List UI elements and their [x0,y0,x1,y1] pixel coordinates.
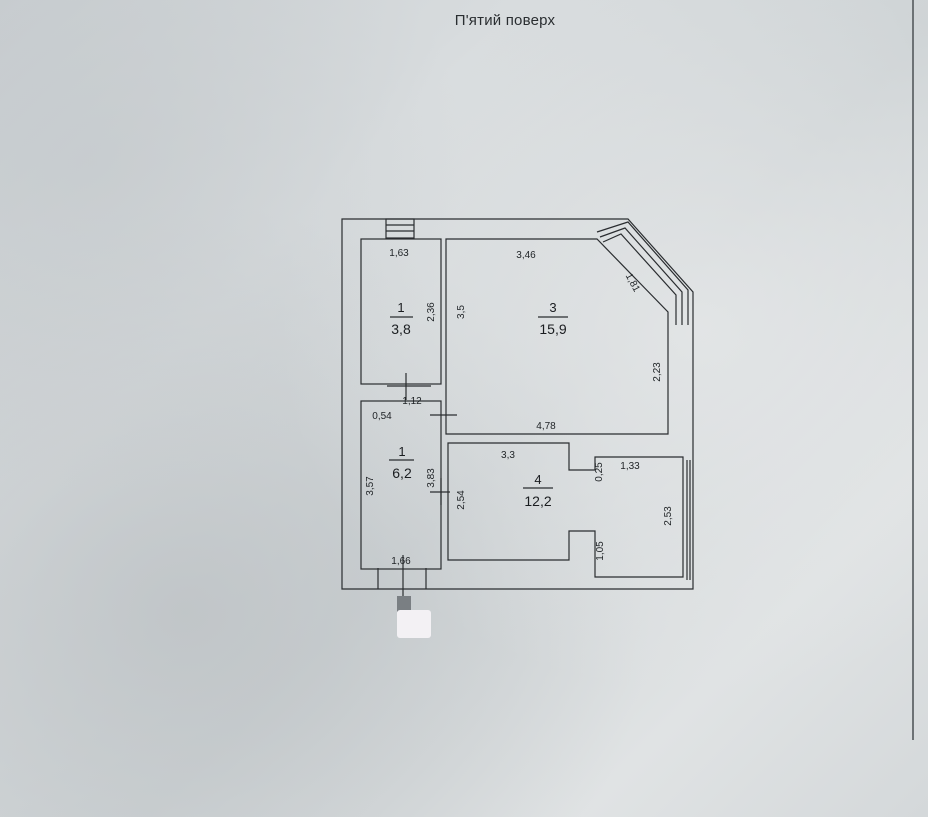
dim-room4-right-top: 1,33 [620,461,640,472]
dim-room4-right: 2,53 [663,506,674,526]
room-3-area: 15,9 [539,321,566,337]
room-4-outline [447,442,684,578]
dim-room2-width: 1,63 [389,248,409,259]
entrance-marker [397,596,411,612]
dim-room4-notch: 1,05 [595,541,606,561]
redacted-area [397,610,431,638]
dim-room3-bottom: 4,78 [536,421,556,432]
dim-room3-diagonal: 1,81 [623,272,642,295]
floor-title: П'ятий поверх [454,12,556,29]
room-4-area: 12,2 [524,493,551,509]
room-2-outline [360,238,442,385]
dim-corridor-width: 1,12 [402,396,422,407]
dim-room1-height: 3,57 [365,476,376,496]
room-3-outline [445,238,669,435]
dim-room3-top: 3,46 [516,250,536,261]
dim-room1-inner-height: 3,83 [426,468,437,488]
window-diagonal-inner [599,227,683,325]
window-top [385,218,415,239]
dim-corridor-offset: 0,54 [372,411,392,422]
room-1-area: 6,2 [392,465,412,481]
dim-room4-top: 3,3 [501,450,515,461]
room-4-number: 4 [534,472,541,487]
outer-wall [341,218,694,590]
room-1-number: 1 [398,444,405,459]
dim-room2-height: 2,36 [426,302,437,322]
dim-room4-left: 2,54 [456,490,467,510]
room-2-area: 3,8 [391,321,411,337]
window-diagonal-inner2 [602,233,677,325]
page-edge-line [912,0,914,740]
dim-room4-step: 0,25 [594,462,605,482]
room-3-number: 3 [549,300,556,315]
room-2-number: 1 [397,300,404,315]
dim-room1-bottom: 1,66 [391,556,411,567]
dim-room3-right: 2,23 [652,362,663,382]
dim-room3-left: 3,5 [456,305,467,319]
window-diagonal [596,221,689,325]
